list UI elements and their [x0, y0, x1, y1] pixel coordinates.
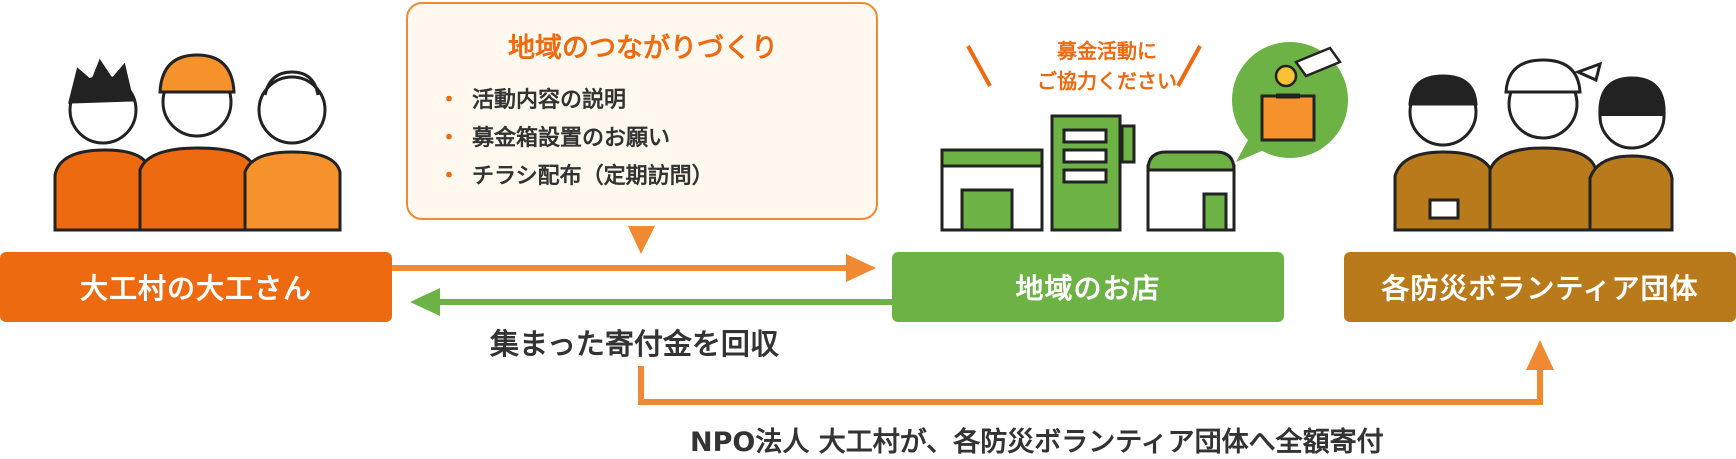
shop-bubble-line: 募金活動に	[1057, 39, 1157, 63]
arrow-shop-to-daiku	[410, 288, 892, 316]
callout-pointer	[628, 226, 655, 254]
emphasis-lines-icon	[966, 45, 1202, 87]
node-daiku: 大工村の大工さん	[0, 252, 392, 322]
shop-bubble-line: ご協力ください	[1037, 69, 1177, 93]
edge-label-donate: NPO法人 大工村が、各防災ボランティア団体へ全額寄付	[690, 427, 1384, 458]
callout-list: ・活動内容の説明 ・募金箱設置のお願い ・チラシ配布（定期訪問）	[438, 82, 714, 196]
carpenters-illustration	[53, 53, 342, 232]
node-shop: 地域のお店	[892, 252, 1284, 322]
list-item: ・募金箱設置のお願い	[438, 126, 671, 151]
list-item: ・チラシ配布（定期訪問）	[438, 164, 714, 189]
callout-title: 地域のつながりづくり	[508, 33, 778, 64]
donation-box-icon	[1232, 42, 1348, 162]
callout-box: 地域のつながりづくり ・活動内容の説明 ・募金箱設置のお願い ・チラシ配布（定期…	[406, 2, 878, 220]
shop-bubble-text: 募金活動に ご協力ください	[1022, 36, 1192, 96]
volunteers-illustration	[1393, 58, 1674, 232]
edge-label-collect: 集まった寄付金を回収	[490, 327, 779, 361]
shop-buildings-icon	[940, 114, 1236, 232]
node-org: 各防災ボランティア団体	[1344, 252, 1736, 322]
list-item: ・活動内容の説明	[438, 88, 627, 113]
arrow-to-org	[638, 340, 1554, 405]
arrow-daiku-to-shop	[392, 254, 876, 282]
